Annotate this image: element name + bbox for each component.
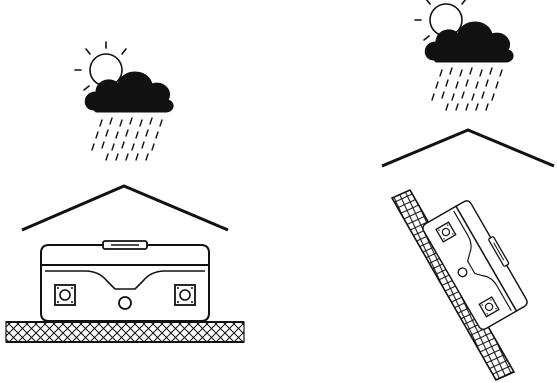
roof-icon: [381, 128, 555, 168]
sun-behind-rain-cloud-icon: [414, 0, 514, 111]
crosshatched-wall-icon: [390, 188, 516, 382]
sun-behind-rain-cloud-icon: [74, 41, 174, 161]
roof-icon: [21, 184, 229, 232]
enclosure-box-icon: [40, 240, 210, 322]
panel-horizontal-install: [5, 41, 245, 343]
panel-wall-install: [381, 0, 555, 382]
crosshatched-ground-icon: [5, 321, 245, 343]
